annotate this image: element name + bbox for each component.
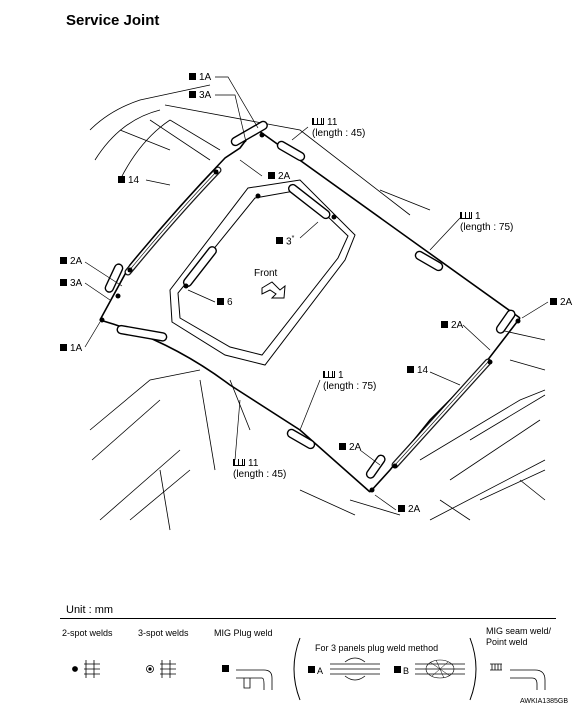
label-3a-top: 3A <box>189 90 211 101</box>
label-1a-top: 1A <box>189 72 211 83</box>
plug-weld-icon <box>189 73 196 80</box>
plug-weld-icon <box>60 344 67 351</box>
figure-code: AWKIA1385GB <box>520 698 568 705</box>
plug-weld-icon <box>550 298 557 305</box>
legend-b: B <box>403 666 410 676</box>
label-1a-left: 1A <box>60 343 82 354</box>
plug-weld-icon <box>118 176 125 183</box>
label-2a-bottom: 2A <box>398 504 420 515</box>
seam-weld-icon <box>323 371 335 378</box>
legend-3-panels: For 3 panels plug weld method <box>315 643 439 653</box>
label-2a-right-top: 2A <box>550 297 572 308</box>
legend-a: A <box>317 666 324 676</box>
plug-weld-icon <box>276 237 283 245</box>
legend-mig-plug: MIG Plug weld <box>214 628 273 638</box>
label-2a-left: 2A <box>60 256 82 267</box>
legend-divider <box>60 618 556 619</box>
plug-weld-icon <box>268 172 275 179</box>
unit-label: Unit : mm <box>66 604 114 616</box>
label-1-bottom: 1(length : 75) <box>323 370 377 392</box>
legend-mig-seam-2: Point weld <box>486 637 528 647</box>
plug-weld-icon <box>60 279 67 286</box>
plug-weld-icon <box>407 366 414 373</box>
label-11-top: 11(length : 45) <box>312 117 366 139</box>
plug-weld-icon <box>339 443 346 450</box>
label-14-left: 14 <box>118 175 139 186</box>
label-11-bottom: 11(length : 45) <box>233 458 287 480</box>
label-2a-top: 2A <box>268 171 290 182</box>
label-front: Front <box>254 268 278 279</box>
legend-mig-seam-1: MIG seam weld/ <box>486 626 552 636</box>
legend-3-spot: 3-spot welds <box>138 628 189 638</box>
seam-weld-icon <box>233 459 245 466</box>
plug-weld-icon <box>60 257 67 264</box>
plug-weld-icon <box>398 505 405 512</box>
plug-weld-icon <box>217 298 224 305</box>
page-title: Service Joint <box>66 12 160 29</box>
label-6: 6 <box>217 297 233 308</box>
label-2a-right-mid: 2A <box>441 320 463 331</box>
label-3a-left: 3A <box>60 278 82 289</box>
seam-weld-icon <box>460 212 472 219</box>
legend-2-spot: 2-spot welds <box>62 628 113 638</box>
label-14-right: 14 <box>407 365 428 376</box>
seam-weld-icon <box>312 118 324 125</box>
label-2a-right-low: 2A <box>339 442 361 453</box>
plug-weld-icon <box>189 91 196 98</box>
label-1-right: 1(length : 75) <box>460 211 514 233</box>
plug-weld-icon <box>441 321 448 328</box>
label-3-star: 3* <box>276 233 294 247</box>
